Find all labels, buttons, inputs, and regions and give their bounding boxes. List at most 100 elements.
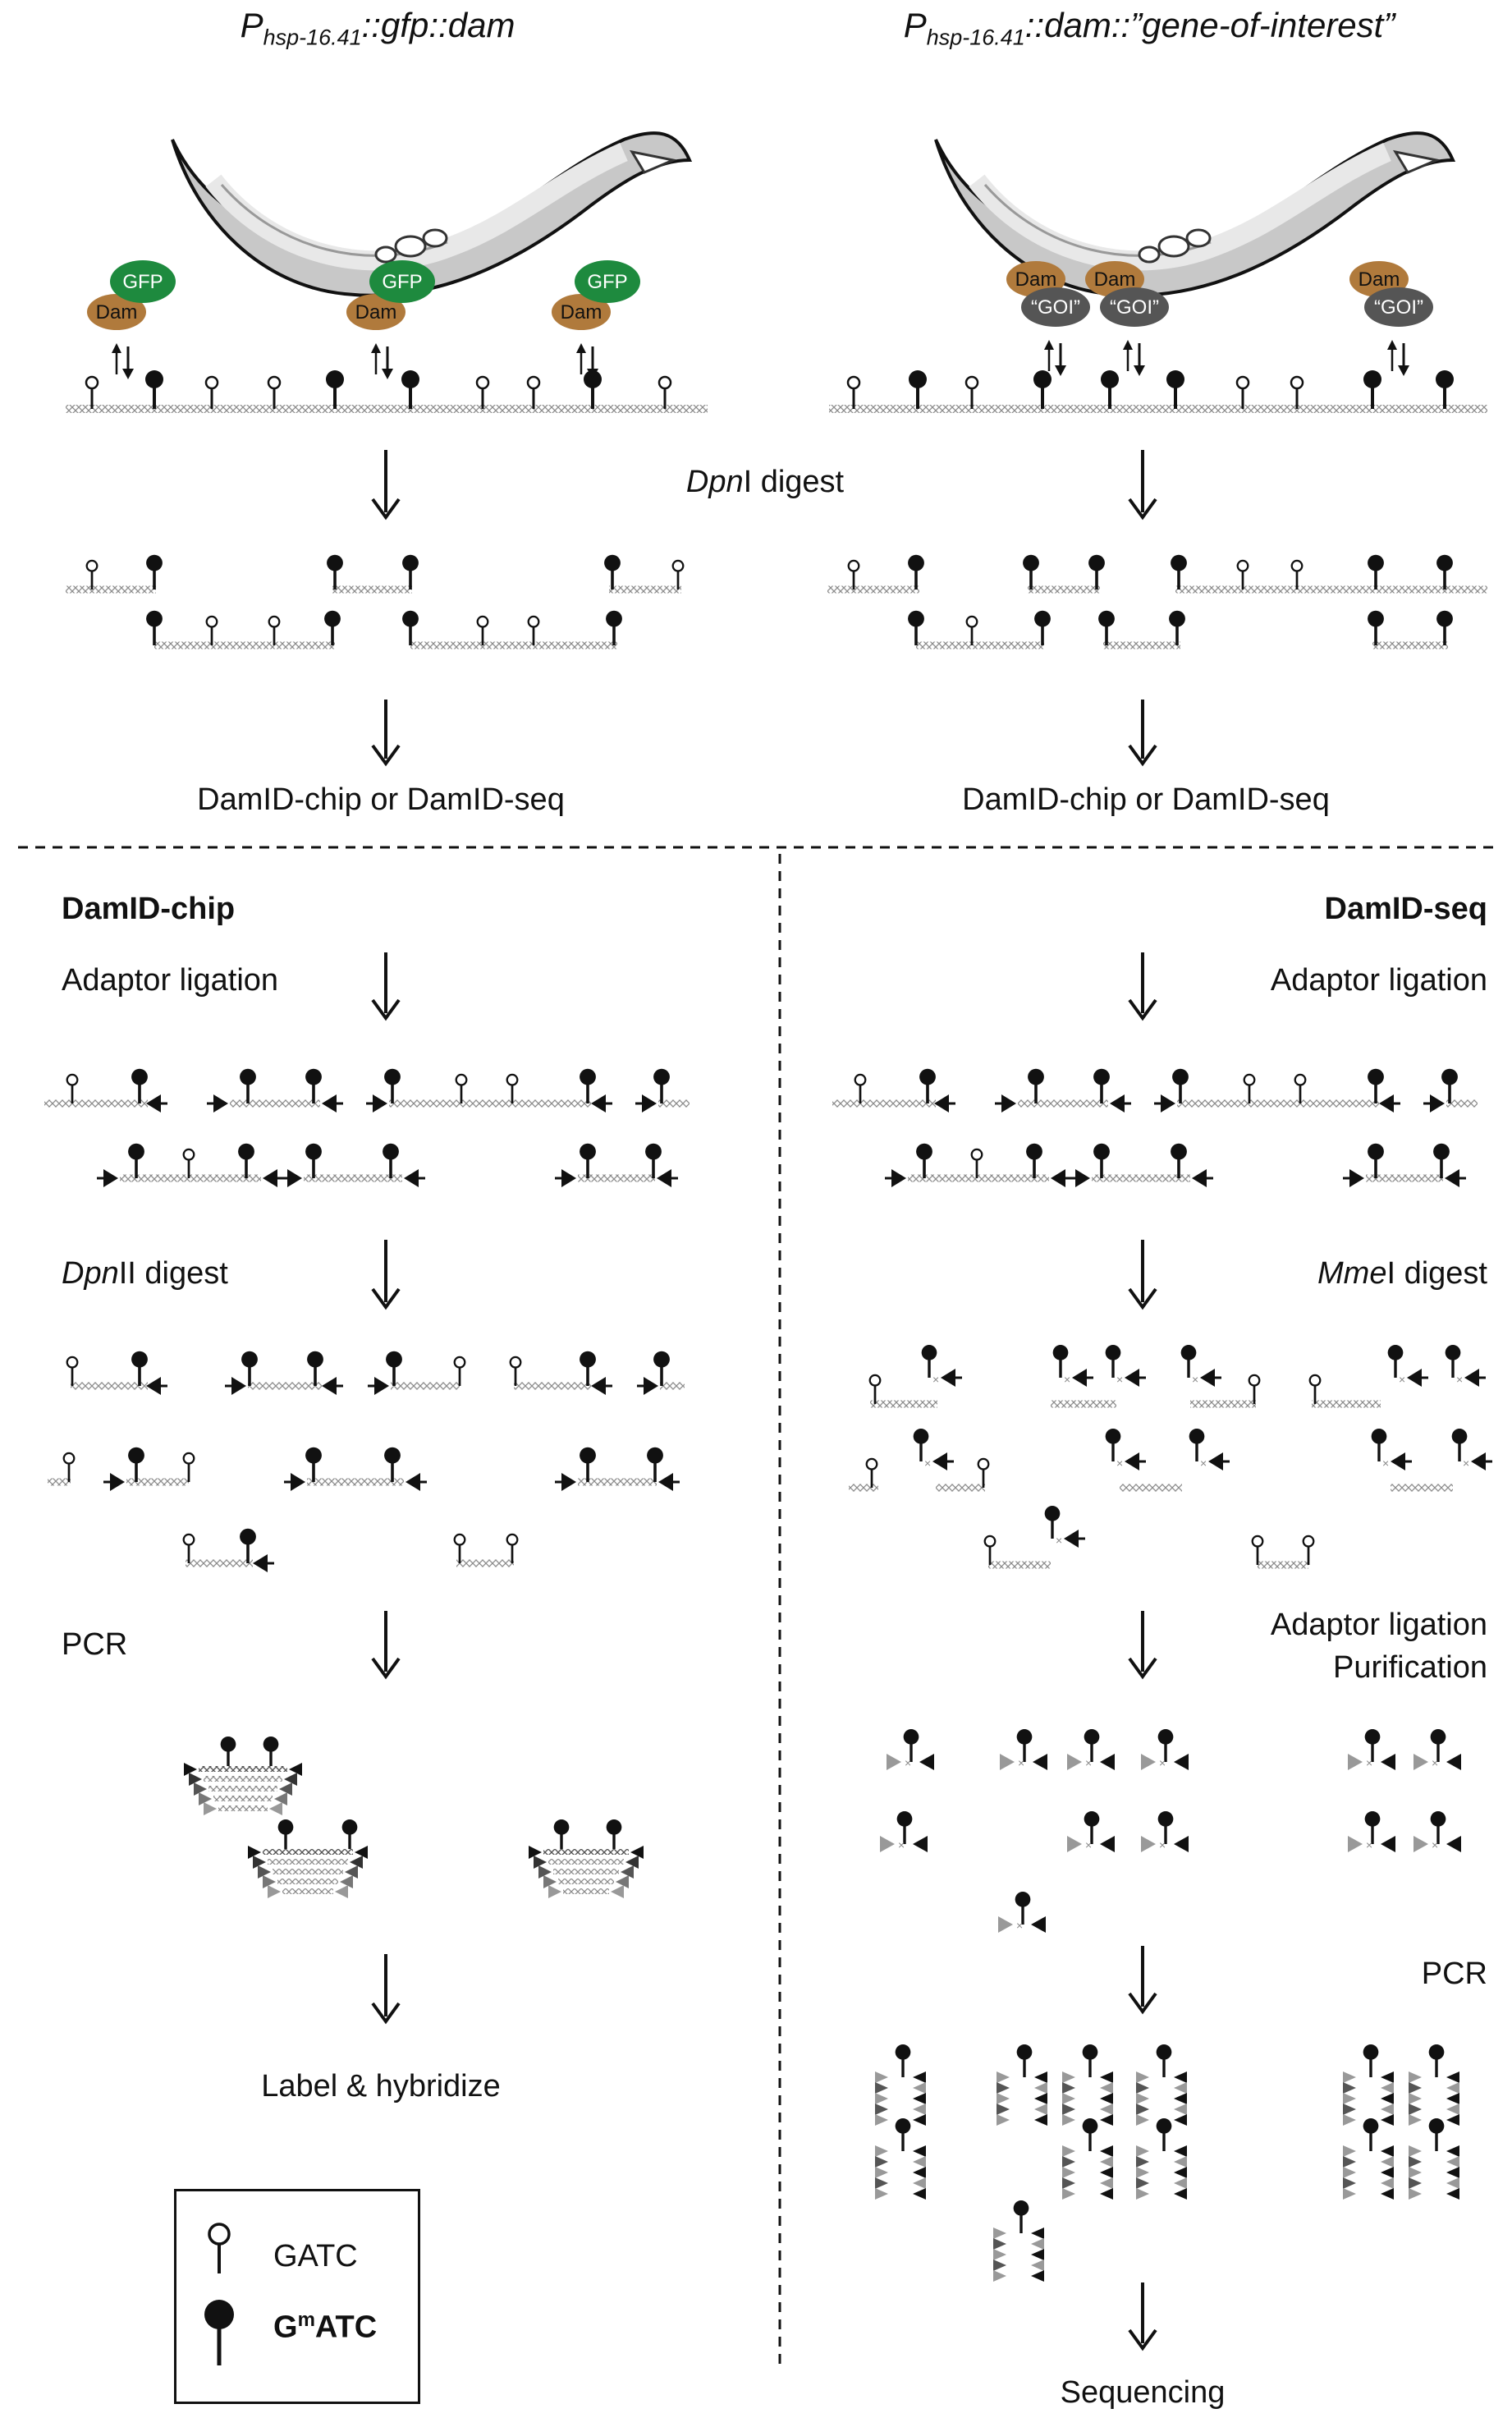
methylated-gatc-icon	[402, 610, 419, 627]
adaptor-icon	[913, 2167, 926, 2178]
gatc-site-icon	[62, 1452, 76, 1465]
binding-arrow-up-head	[576, 343, 586, 353]
methylated-gatc-icon	[896, 1811, 913, 1827]
dam-protein-shape	[346, 294, 405, 330]
adaptor-icon	[1136, 2071, 1149, 2083]
cut-mark: ×	[1056, 1534, 1062, 1547]
dna-strand	[307, 1478, 404, 1486]
methylated-gatc-icon	[1105, 1429, 1121, 1444]
process-arrow-head	[1128, 1992, 1157, 2015]
methylated-gatc-icon	[1363, 2118, 1379, 2134]
adaptor-icon	[1136, 2082, 1149, 2094]
adaptor-icon	[529, 1846, 542, 1859]
adaptor-icon	[1446, 2104, 1459, 2115]
adaptor-icon	[1001, 1094, 1016, 1113]
dna-strand	[936, 1484, 985, 1492]
dna-strand	[186, 1559, 253, 1567]
adaptor-icon	[146, 1377, 161, 1395]
cut-mark: ×	[1085, 1756, 1092, 1769]
adaptor-icon	[1379, 1094, 1394, 1113]
gatc-site-icon	[1308, 1374, 1322, 1387]
goi-protein-shape	[1100, 287, 1169, 327]
adaptor-icon	[611, 1885, 624, 1898]
adaptor-icon	[875, 2093, 888, 2104]
methylated-gatc-icon	[220, 1737, 236, 1752]
adaptor-icon	[548, 1885, 561, 1898]
adaptor-icon	[1062, 2188, 1075, 2200]
methylated-gatc-icon	[1052, 1345, 1069, 1360]
amplicon	[553, 1869, 619, 1874]
methylated-gatc-icon	[1451, 1429, 1468, 1444]
adaptor-icon	[110, 1473, 125, 1491]
methylated-gatc-icon	[1433, 1143, 1450, 1160]
methylated-gatc-icon	[1098, 610, 1115, 627]
adaptor-icon	[199, 1792, 212, 1805]
methylated-gatc-icon	[604, 554, 621, 571]
process-arrow-head	[371, 1287, 401, 1310]
gatc-site-icon	[506, 1073, 519, 1086]
adaptor-icon	[993, 2249, 1006, 2260]
gatc-site-icon	[453, 1533, 466, 1546]
adaptor-icon	[644, 1377, 658, 1395]
gatc-site-icon	[475, 375, 490, 390]
goi-protein-shape	[1364, 287, 1433, 327]
adaptor-icon	[1381, 2167, 1394, 2178]
adaptor-icon	[1343, 2167, 1356, 2178]
methylated-gatc-icon	[1013, 2200, 1029, 2216]
adaptor-icon	[875, 2188, 888, 2200]
methylated-gatc-icon	[895, 2118, 911, 2134]
gatc-site-icon	[1235, 375, 1250, 390]
binding-arrow-up-head	[1387, 340, 1397, 350]
binding-arrow-up-head	[371, 343, 381, 353]
methylated-gatc-icon	[1044, 1506, 1061, 1521]
adaptor-icon	[1381, 2104, 1394, 2115]
cut-mark: ×	[1159, 1756, 1166, 1769]
cut-mark: ×	[1366, 1838, 1372, 1851]
adaptor-icon	[1062, 2167, 1075, 2178]
adaptor-icon	[1446, 2167, 1459, 2178]
adaptor-icon	[1125, 1452, 1139, 1470]
gfp-protein-label: GFP	[382, 271, 422, 293]
methylated-gatc-icon	[305, 1068, 322, 1085]
methylated-gatc-icon	[653, 1351, 670, 1368]
methylated-gatc-icon	[307, 1351, 323, 1368]
adaptor-icon	[189, 1773, 202, 1786]
dna-strand	[916, 641, 1044, 649]
gatc-site-icon	[85, 375, 99, 390]
adaptor-icon	[289, 1763, 302, 1776]
goi-protein-label: “GOI”	[1374, 296, 1423, 319]
methylated-gatc-icon	[1171, 554, 1187, 571]
amplicon	[199, 1766, 287, 1772]
adaptor-icon	[997, 2071, 1010, 2083]
adaptor-icon	[194, 1782, 207, 1796]
adaptor-icon	[1136, 2167, 1149, 2178]
dna-strand	[908, 1174, 1049, 1182]
adaptor-icon	[1471, 1452, 1486, 1470]
methylated-gatc-icon	[903, 1729, 919, 1745]
methylated-gatc-icon	[146, 554, 163, 571]
adaptor-icon	[1174, 2071, 1187, 2083]
dna-strand	[829, 405, 1487, 413]
gatc-site-icon	[85, 559, 99, 572]
adaptor-icon	[1446, 1754, 1461, 1770]
binding-arrow-up-head	[1044, 340, 1054, 350]
adaptor-icon	[1062, 2071, 1075, 2083]
dam-protein-label: Dam	[1359, 268, 1400, 291]
goi-protein-shape	[1021, 287, 1090, 327]
adaptor-icon	[1391, 1452, 1405, 1470]
gfp-protein-label: GFP	[587, 271, 627, 293]
methylated-gatc-icon	[128, 1447, 144, 1464]
cut-mark: ×	[1016, 1919, 1023, 1932]
adaptor-icon	[1446, 2177, 1459, 2189]
methylated-gatc-icon	[324, 610, 341, 627]
adaptor-icon	[1409, 2104, 1422, 2115]
adaptor-icon	[913, 2082, 926, 2094]
methylated-gatc-icon	[1084, 1811, 1100, 1827]
adaptor-icon	[913, 2093, 926, 2104]
adaptor-icon	[1034, 2082, 1047, 2094]
gatc-site-icon	[182, 1148, 195, 1161]
cut-mark: ×	[1064, 1373, 1070, 1386]
adaptor-icon	[875, 2156, 888, 2168]
process-arrow-head	[371, 2002, 401, 2025]
adaptor-icon	[1161, 1094, 1175, 1113]
